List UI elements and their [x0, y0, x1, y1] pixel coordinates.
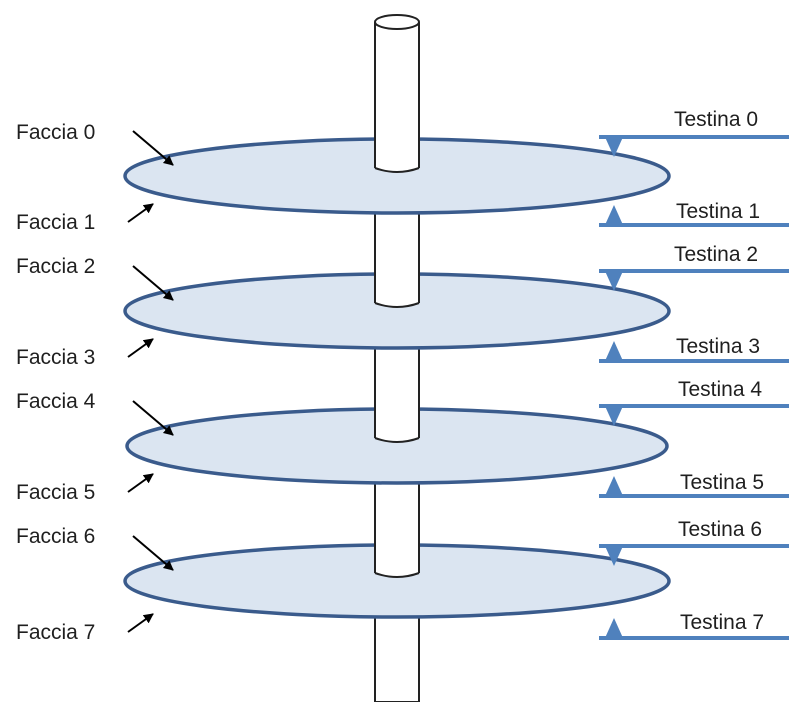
head-tip [605, 137, 623, 157]
spindle-body [375, 22, 419, 168]
face-label: Faccia 5 [16, 481, 95, 504]
head-label: Testina 2 [674, 243, 758, 266]
head-label: Testina 1 [676, 200, 760, 223]
spindle-base-curve [374, 437, 420, 443]
read-write-head: Testina 4 [599, 378, 789, 426]
spindle-body [375, 354, 419, 438]
face-arrow [127, 203, 154, 223]
face-label: Faccia 2 [16, 255, 95, 278]
face-label: Faccia 3 [16, 346, 95, 369]
read-write-head: Testina 0 [599, 108, 789, 157]
face-label-group: Faccia 0 [16, 121, 174, 166]
face-arrow [127, 473, 154, 493]
face-labels: Faccia 0 Faccia 1 Faccia 2 Faccia 3 Faccia 4… [16, 121, 174, 644]
spindle-stub [374, 354, 420, 443]
head-label: Testina 6 [678, 518, 762, 541]
spindle-top-cap [374, 14, 420, 30]
spindle-body [375, 489, 419, 573]
read-write-head: Testina 5 [599, 471, 789, 498]
read-write-head: Testina 3 [599, 335, 789, 363]
face-label: Faccia 6 [16, 525, 95, 548]
head-tip [605, 205, 623, 225]
heads: Testina 0 Testina 1 Testina 2 Testina 3 Test… [599, 108, 789, 640]
face-label-group: Faccia 6 [16, 525, 174, 571]
head-label: Testina 5 [680, 471, 764, 494]
face-label-group: Faccia 4 [16, 390, 174, 436]
spindle-stub [374, 219, 420, 308]
read-write-head: Testina 7 [599, 611, 789, 640]
spindle-base-curve [374, 167, 420, 173]
head-tip [605, 341, 623, 361]
face-arrow [132, 400, 174, 436]
platters [123, 14, 671, 619]
head-tip [605, 546, 623, 566]
head-tip [605, 618, 623, 638]
face-arrow [132, 535, 174, 571]
spindle-stub [374, 14, 420, 173]
spindle-stub [374, 489, 420, 578]
spindle-body [375, 219, 419, 303]
head-tip [605, 271, 623, 291]
face-label: Faccia 4 [16, 390, 96, 413]
spindle-base-curve [374, 302, 420, 308]
face-arrow [132, 265, 174, 301]
face-arrow [127, 338, 154, 358]
face-label: Faccia 7 [16, 621, 95, 644]
read-write-head: Testina 6 [599, 518, 789, 566]
spindle-base-curve [374, 572, 420, 578]
head-label: Testina 4 [678, 378, 762, 401]
face-arrow [127, 613, 154, 633]
read-write-head: Testina 2 [599, 243, 789, 291]
face-label-group: Faccia 5 [16, 473, 154, 504]
face-label-group: Faccia 2 [16, 255, 174, 301]
head-label: Testina 0 [674, 108, 758, 131]
head-tip [605, 476, 623, 496]
head-label: Testina 3 [676, 335, 760, 358]
face-label-group: Faccia 3 [16, 338, 154, 369]
head-label: Testina 7 [680, 611, 764, 634]
spindle-bottom-segment [374, 607, 420, 702]
face-label-group: Faccia 7 [16, 613, 154, 644]
face-label: Faccia 0 [16, 121, 95, 144]
head-tip [605, 406, 623, 426]
face-arrow [132, 130, 174, 166]
face-label: Faccia 1 [16, 211, 95, 234]
read-write-head: Testina 1 [599, 200, 789, 227]
face-label-group: Faccia 1 [16, 203, 154, 234]
